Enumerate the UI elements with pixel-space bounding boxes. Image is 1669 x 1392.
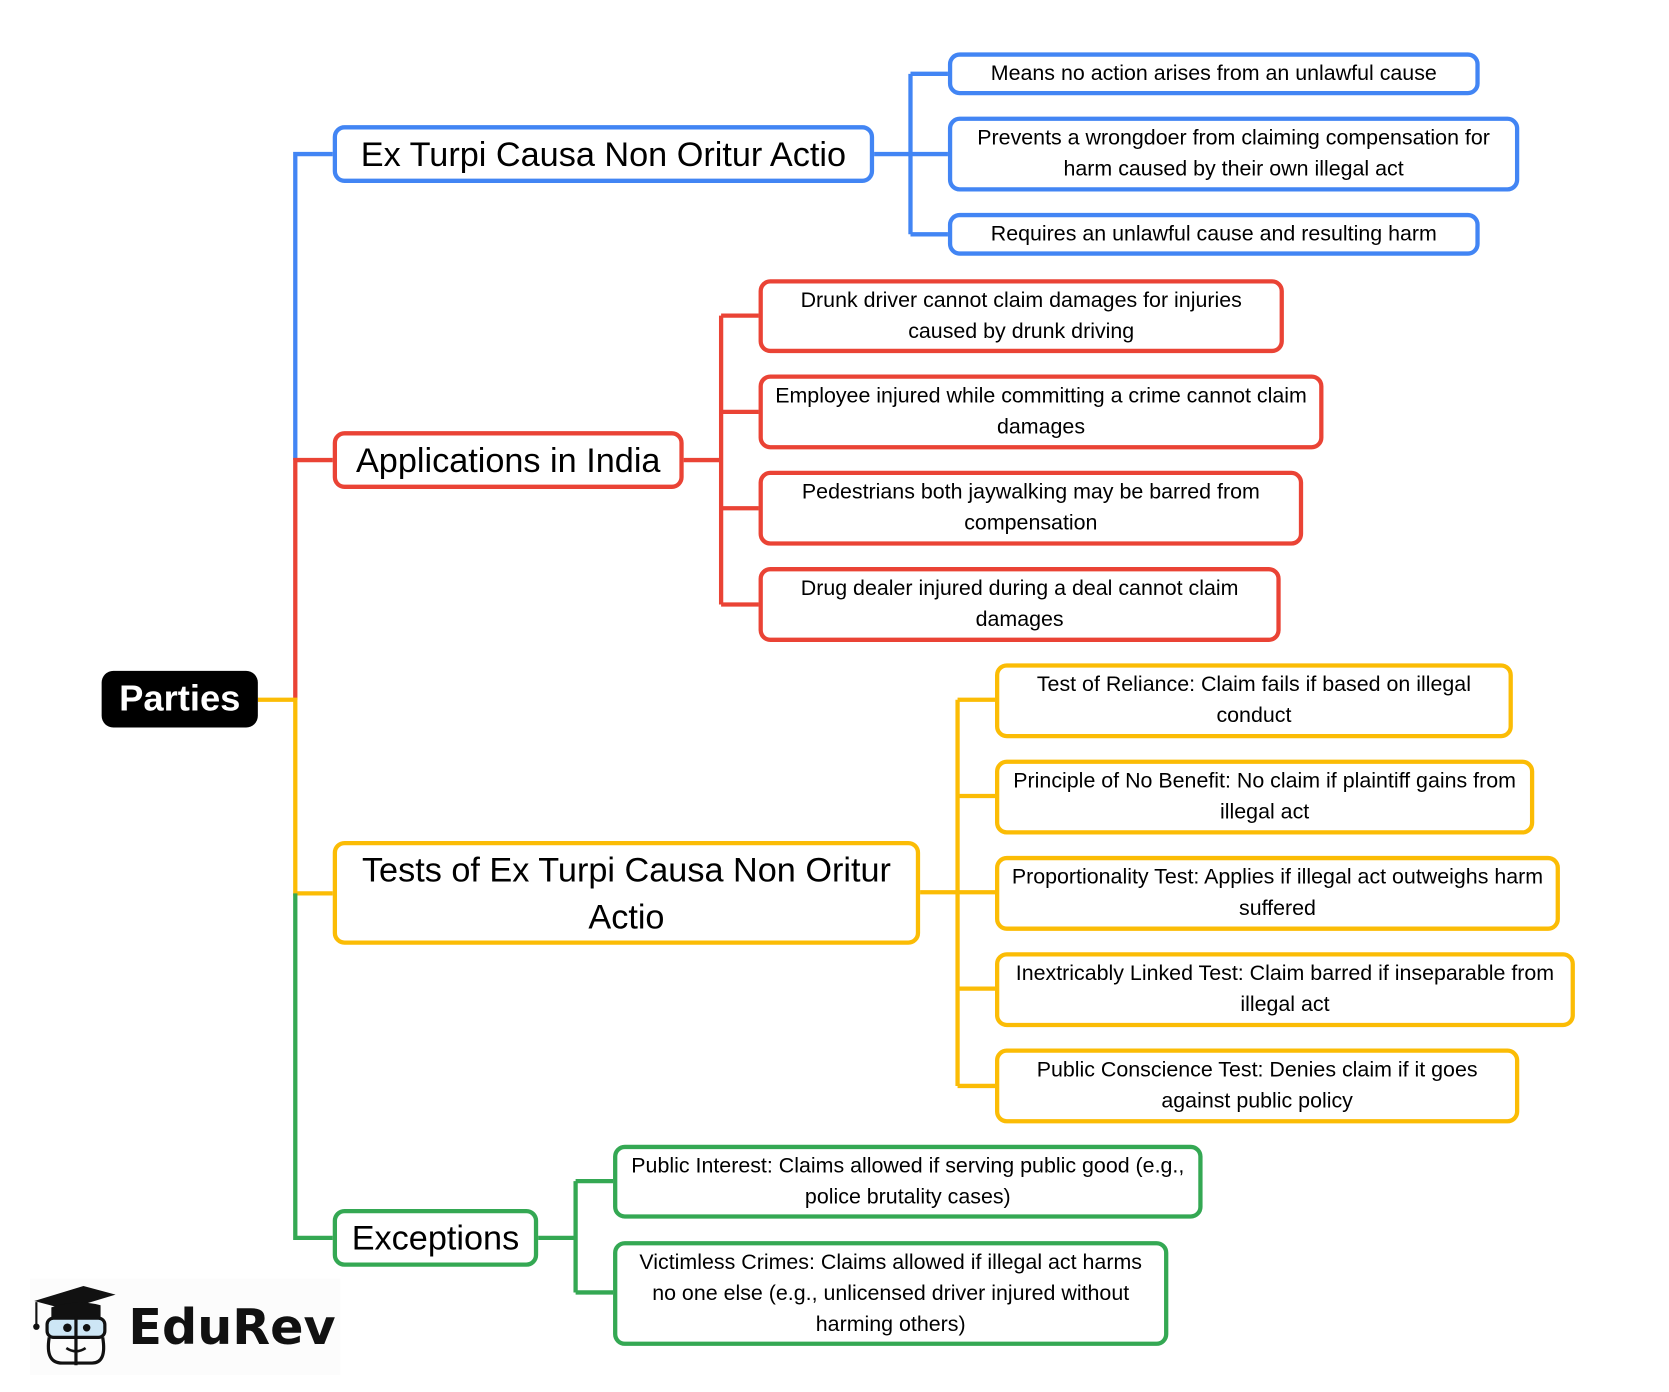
leaf-node: Requires an unlawful cause and resulting… — [947, 212, 1480, 256]
leaf-node: Proportionality Test: Applies if illegal… — [995, 855, 1560, 931]
leaf-node: Principle of No Benefit: No claim if pla… — [995, 759, 1535, 835]
leaf-node: Inextricably Linked Test: Claim barred i… — [995, 952, 1575, 1028]
leaf-node: Employee injured while committing a crim… — [758, 374, 1324, 450]
branch-node-ex-turpi: Ex Turpi Causa Non Oritur Actio — [332, 125, 875, 183]
leaf-node: Pedestrians both jaywalking may be barre… — [758, 470, 1304, 546]
branch-node-applications: Applications in India — [332, 431, 684, 489]
leaf-node: Test of Reliance: Claim fails if based o… — [995, 663, 1513, 739]
leaf-node: Prevents a wrongdoer from claiming compe… — [947, 116, 1520, 192]
branch-node-tests: Tests of Ex Turpi Causa Non Oritur Actio — [332, 840, 921, 945]
connector-green — [293, 893, 614, 1295]
connector-red — [293, 313, 759, 700]
root-node: Parties — [101, 670, 258, 728]
connector-blue — [293, 71, 948, 461]
logo-text: EduRev — [128, 1297, 336, 1356]
branch-node-exceptions: Exceptions — [332, 1208, 539, 1267]
connector-yellow — [257, 697, 996, 1089]
leaf-node: Public Interest: Claims allowed if servi… — [613, 1144, 1203, 1219]
leaf-node: Public Conscience Test: Denies claim if … — [995, 1048, 1520, 1124]
leaf-node: Victimless Crimes: Claims allowed if ill… — [613, 1241, 1169, 1346]
leaf-node: Drunk driver cannot claim damages for in… — [758, 279, 1284, 354]
leaf-node: Drug dealer injured during a deal cannot… — [758, 567, 1281, 642]
mascot-icon — [33, 1286, 116, 1366]
leaf-node: Means no action arises from an unlawful … — [947, 52, 1480, 96]
edurev-logo: EduRev — [29, 1278, 341, 1375]
